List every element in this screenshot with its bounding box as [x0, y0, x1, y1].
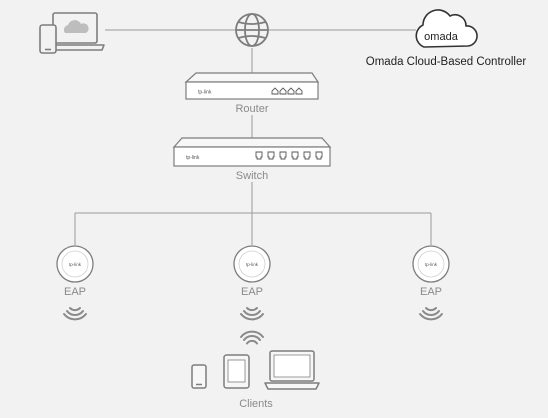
globe-icon: [235, 13, 269, 47]
wifi-icon: [63, 307, 87, 321]
eap-device-icon-3: tp-link: [412, 245, 450, 283]
router-device-icon: tp-link: [184, 72, 320, 100]
eap-2-label: EAP: [240, 286, 264, 298]
switch-device-icon: tp-link: [172, 137, 332, 167]
eap-device-icon-1: tp-link: [56, 245, 94, 283]
connection-lines: [74, 29, 432, 245]
switch-label: Switch: [235, 170, 269, 182]
laptop-phone-cloud-icon: [39, 12, 105, 54]
clients-label: Clients: [239, 398, 273, 410]
omada-logo-text: omada: [424, 31, 459, 43]
router-label: Router: [235, 103, 269, 115]
cloud-controller-label: Omada Cloud-Based Controller: [365, 56, 527, 68]
wifi-icon: [240, 307, 264, 321]
wifi-icon: [419, 307, 443, 321]
laptop-icon: [264, 350, 320, 390]
eap-device-icon-2: tp-link: [233, 245, 271, 283]
cloud-controller-icon: omada: [415, 9, 478, 48]
eap-1-label: EAP: [63, 286, 87, 298]
eap-3-label: EAP: [419, 286, 443, 298]
phone-icon: [191, 364, 207, 389]
switch-brand: tp-link: [186, 155, 200, 161]
eap-1-brand: tp-link: [69, 262, 82, 267]
tablet-icon: [223, 354, 250, 389]
eap-2-brand: tp-link: [246, 262, 259, 267]
eap-3-brand: tp-link: [425, 262, 438, 267]
wifi-icon: [240, 330, 264, 345]
router-brand: tp-link: [198, 90, 212, 96]
